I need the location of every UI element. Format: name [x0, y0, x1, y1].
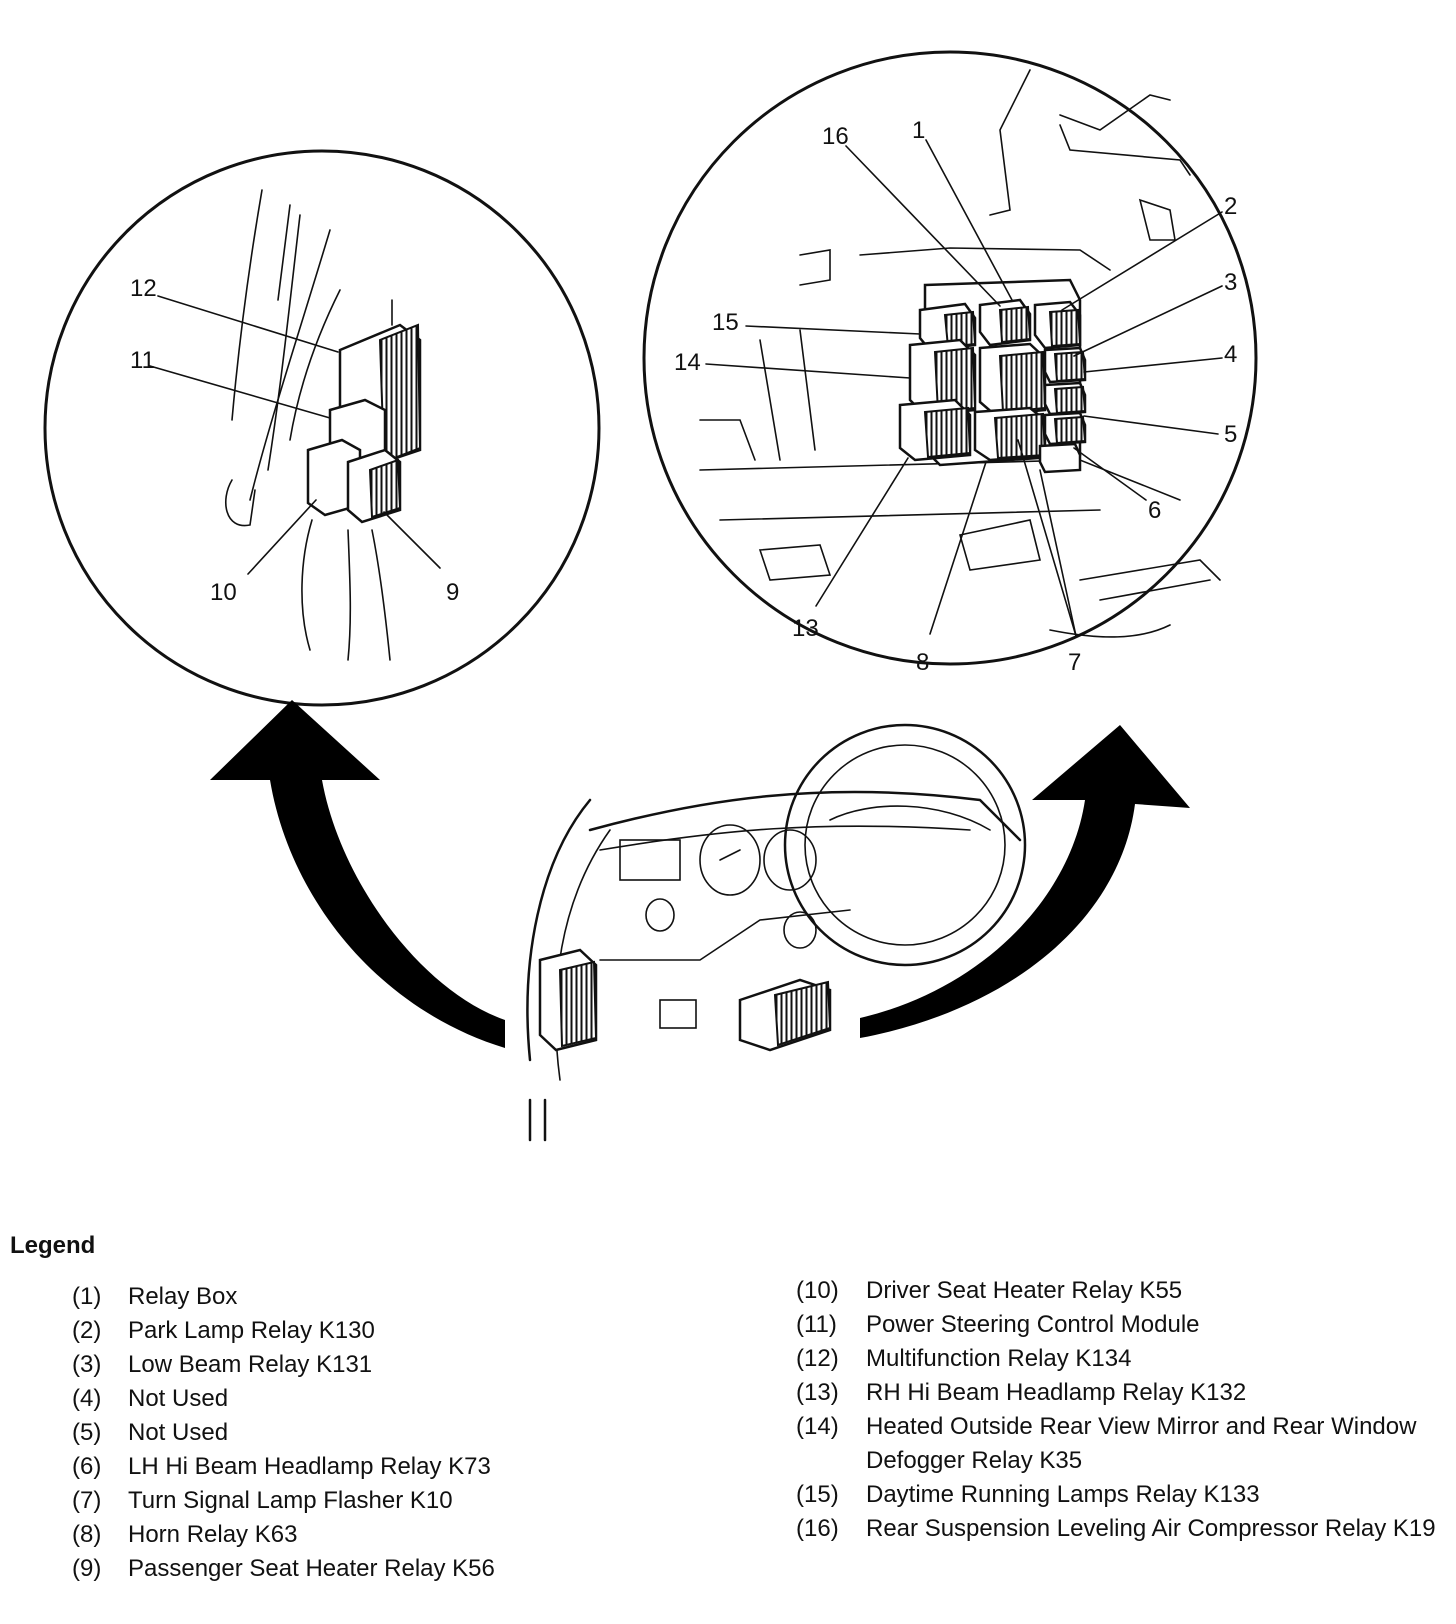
legend-item: (12)Multifunction Relay K134: [796, 1345, 1132, 1372]
left-curved-arrow: [210, 700, 505, 1048]
legend-item: (13)RH Hi Beam Headlamp Relay K132: [796, 1379, 1247, 1406]
callout-7: 7: [1068, 649, 1081, 676]
legend-item: (5)Not Used: [72, 1419, 229, 1446]
callout-4: 4: [1224, 341, 1237, 368]
legend-item: (2)Park Lamp Relay K130: [72, 1317, 375, 1344]
callout-1: 1: [912, 117, 925, 144]
left-detail-view: [43, 149, 601, 707]
legend-item: (7)Turn Signal Lamp Flasher K10: [72, 1487, 453, 1514]
legend-title: Legend: [10, 1232, 96, 1259]
left-callout-leaders: [149, 295, 441, 575]
right-curved-arrow: [860, 725, 1190, 1038]
legend-item: (16)Rear Suspension Leveling Air Compres…: [796, 1515, 1436, 1542]
callout-16: 16: [822, 123, 849, 150]
callout-8: 8: [916, 649, 929, 676]
left-callout-labels: 12 11 10 9: [130, 275, 459, 606]
relay-location-diagram: 12 11 10 9: [43, 50, 1258, 1142]
callout-2: 2: [1224, 193, 1237, 220]
legend-item: (15)Daytime Running Lamps Relay K133: [796, 1481, 1260, 1508]
callout-5: 5: [1224, 421, 1237, 448]
callout-10: 10: [210, 579, 237, 606]
right-detail-view: [642, 50, 1258, 666]
callout-9: 9: [446, 579, 459, 606]
right-callout-labels: 16 1 2 3 15 14 4 5 6 13 8 7: [674, 117, 1237, 676]
legend-item: (8)Horn Relay K63: [72, 1521, 298, 1548]
legend-item: (14)Heated Outside Rear View Mirror and …: [796, 1413, 1417, 1474]
legend-item: (3)Low Beam Relay K131: [72, 1351, 373, 1378]
callout-11: 11: [130, 347, 155, 374]
callout-14: 14: [674, 349, 701, 376]
legend-item: (9)Passenger Seat Heater Relay K56: [72, 1555, 495, 1582]
legend-item: (10)Driver Seat Heater Relay K55: [796, 1277, 1183, 1304]
legend-item: (6)LH Hi Beam Headlamp Relay K73: [72, 1453, 491, 1480]
legend: Legend (1)Relay Box (2)Park Lamp Relay K…: [0, 1232, 1456, 1624]
legend-item: (4)Not Used: [72, 1385, 229, 1412]
callout-15: 15: [712, 309, 739, 336]
callout-12: 12: [130, 275, 157, 302]
legend-item: (1)Relay Box: [72, 1283, 238, 1310]
right-callout-leaders: [705, 139, 1223, 637]
legend-column-right: (10)Driver Seat Heater Relay K55 (11)Pow…: [796, 1274, 1436, 1546]
legend-column-left: (1)Relay Box (2)Park Lamp Relay K130 (3)…: [72, 1280, 692, 1586]
callout-13: 13: [792, 615, 819, 642]
dashboard-view: [526, 723, 1027, 1142]
callout-3: 3: [1224, 269, 1237, 296]
callout-6: 6: [1148, 497, 1161, 524]
legend-item: (11)Power Steering Control Module: [796, 1311, 1200, 1338]
